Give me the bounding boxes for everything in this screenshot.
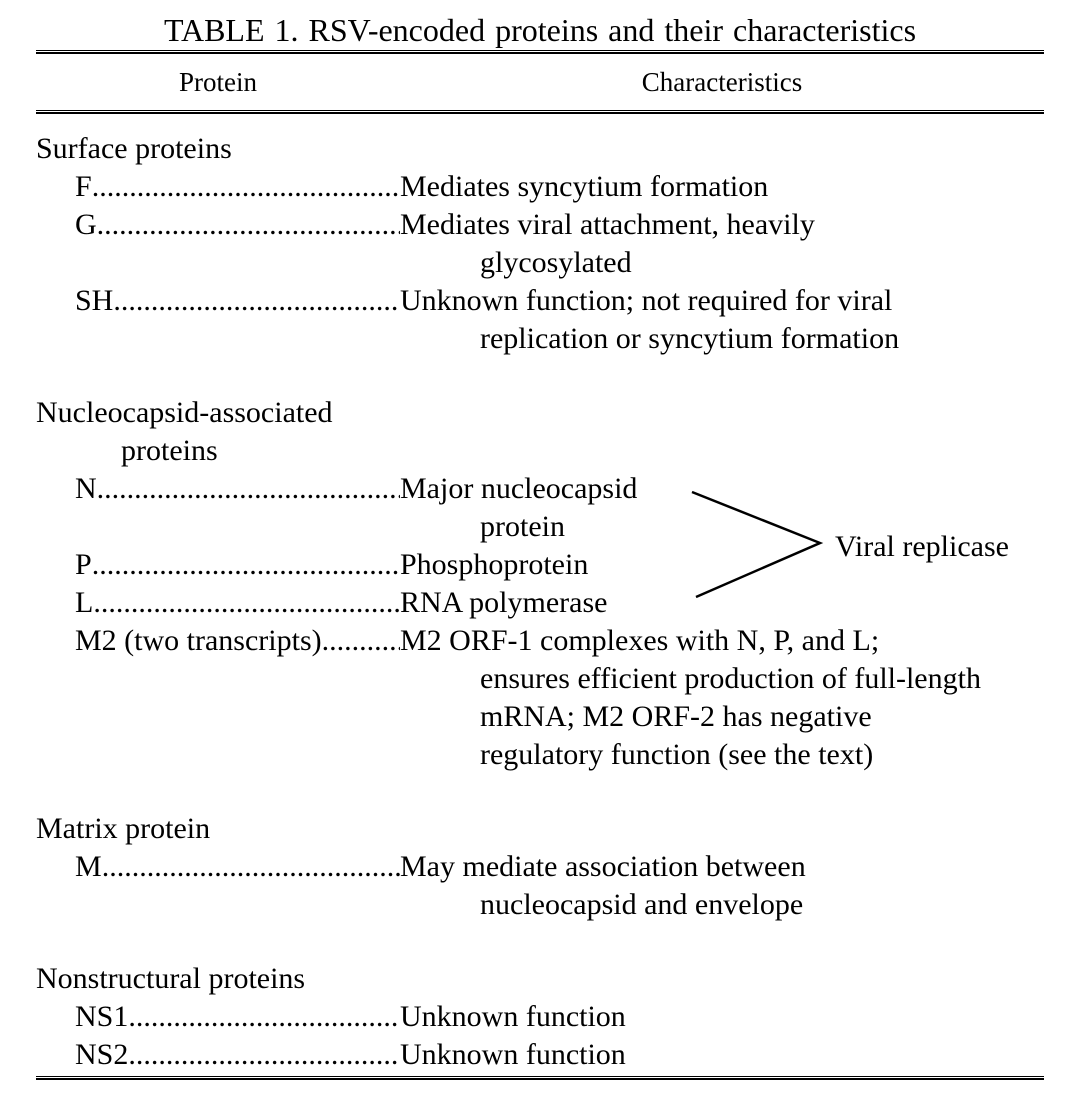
protein-characteristic: Mediates viral attachment, heavily glyco… [400, 208, 815, 279]
table-row: NS2 Unknown function [36, 1036, 1044, 1074]
section-surface-proteins: Surface proteins F Mediates syncytium fo… [36, 130, 1044, 358]
column-header-protein: Protein [179, 67, 257, 97]
protein-name: M [75, 850, 102, 883]
dot-leader [93, 584, 400, 622]
header-rule [36, 110, 1044, 114]
protein-name: SH [75, 284, 114, 317]
viral-replicase-label: Viral replicase [835, 530, 1009, 563]
protein-characteristic: M2 ORF-1 complexes with N, P, and L; ens… [400, 624, 981, 771]
dot-leader [92, 546, 400, 584]
protein-characteristic: Mediates syncytium formation [400, 170, 769, 203]
protein-name: F [75, 170, 92, 203]
section-heading: Nonstructural proteins [36, 962, 306, 995]
table-row: G Mediates viral attachment, heavily gly… [36, 206, 1044, 282]
protein-name: M2 (two transcripts) [75, 624, 322, 657]
section-nonstructural-proteins: Nonstructural proteins NS1 Unknown funct… [36, 960, 1044, 1074]
section-matrix-protein: Matrix protein M May mediate association… [36, 810, 1044, 924]
protein-name: G [75, 208, 97, 241]
dot-leader [92, 168, 400, 206]
dot-leader [128, 1036, 400, 1074]
dot-leader [97, 206, 400, 244]
protein-name: NS1 [75, 1000, 129, 1033]
table-row: F Mediates syncytium formation [36, 168, 1044, 206]
table-header-row: Protein Characteristics [0, 54, 1080, 110]
dot-leader [102, 848, 400, 886]
top-rule [36, 50, 1044, 54]
table-row: P Phosphoprotein [36, 546, 1044, 584]
protein-characteristic: Unknown function [400, 1038, 626, 1071]
protein-name: P [75, 548, 92, 581]
section-nucleocapsid-proteins: Nucleocapsid-associated proteins N Major… [36, 394, 1044, 774]
section-heading: Nucleocapsid-associated proteins [36, 396, 333, 467]
protein-characteristic: May mediate association between nucleoca… [400, 850, 806, 921]
table-body: Surface proteins F Mediates syncytium fo… [0, 114, 1080, 1076]
protein-characteristic: Unknown function [400, 1000, 626, 1033]
bottom-rule [36, 1076, 1044, 1080]
table-row: L RNA polymerase [36, 584, 1044, 622]
table-row: N Major nucleocapsid protein [36, 470, 1044, 546]
dot-leader [97, 470, 400, 508]
protein-name: N [75, 472, 97, 505]
protein-name: L [75, 586, 94, 619]
protein-characteristic: Unknown function; not required for viral… [400, 284, 900, 355]
protein-characteristic: Major nucleocapsid protein [400, 472, 638, 543]
section-heading: Matrix protein [36, 812, 211, 845]
protein-characteristic: Phosphoprotein [400, 548, 589, 581]
dot-leader [322, 622, 400, 660]
column-header-characteristics: Characteristics [641, 67, 803, 97]
dot-leader [128, 998, 400, 1036]
table-row: NS1 Unknown function [36, 998, 1044, 1036]
table-row: SH Unknown function; not required for vi… [36, 282, 1044, 358]
table-row: M May mediate association between nucleo… [36, 848, 1044, 924]
protein-name: NS2 [75, 1038, 129, 1071]
section-heading: Surface proteins [36, 132, 232, 165]
protein-characteristic: RNA polymerase [400, 586, 608, 619]
table-row: M2 (two transcripts) M2 ORF-1 complexes … [36, 622, 1044, 774]
table-title: TABLE 1. RSV-encoded proteins and their … [163, 12, 917, 48]
dot-leader [113, 282, 400, 320]
